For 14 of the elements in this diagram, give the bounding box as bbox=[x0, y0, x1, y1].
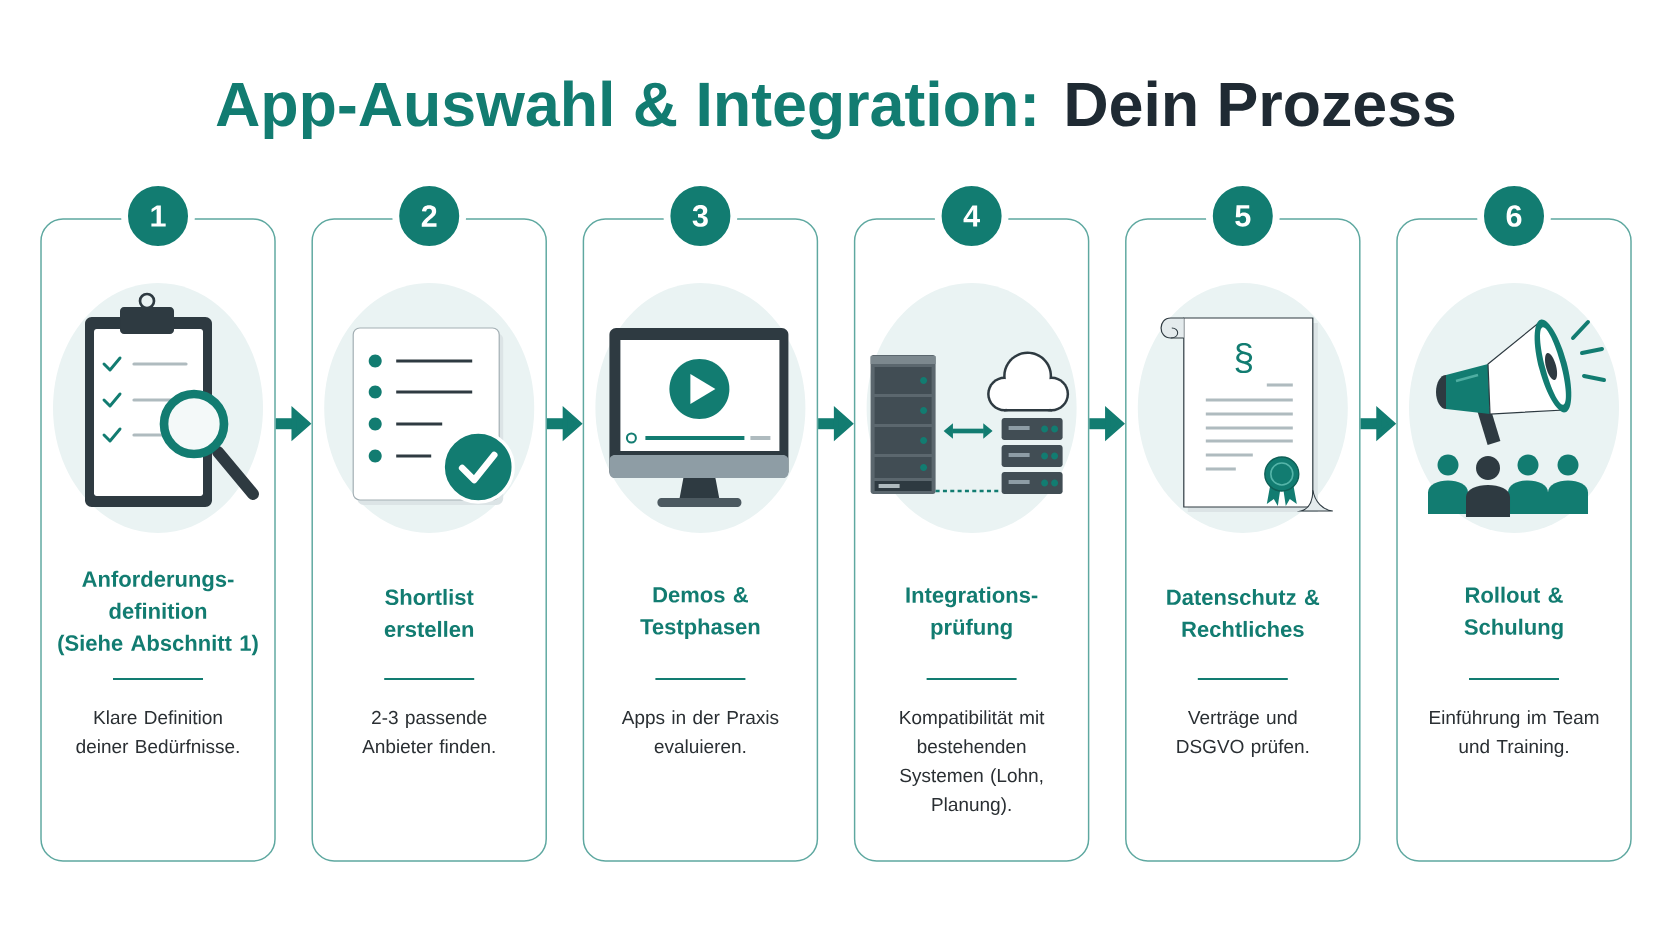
step-heading: Shortlist erstellen bbox=[384, 588, 474, 638]
step-description: Einführung im Team und Training. bbox=[1430, 710, 1599, 757]
step-heading: Anforderungs- definition (Siehe Abschnitt 1) bbox=[58, 570, 258, 656]
step-heading: Demos & Testphasen bbox=[640, 587, 760, 639]
step-heading: Datenschutz & Rechtliches bbox=[1167, 588, 1320, 638]
section-sign: § bbox=[1235, 342, 1253, 374]
step-description: 2-3 passende Anbieter finden. bbox=[362, 710, 495, 754]
step-heading: Integrations- prüfung bbox=[906, 586, 1038, 640]
title: App-Auswahl & Integration: Dein Prozess bbox=[216, 80, 1455, 140]
step-heading: Rollout & Schulung bbox=[1464, 586, 1563, 640]
step-description: Kompatibilität mit bestehenden Systemen (Lohn, Planung). bbox=[900, 710, 1045, 815]
step-description: Klare Definition deiner Bedürfnisse. bbox=[76, 710, 239, 754]
step-description: Verträge und DSGVO prüfen. bbox=[1177, 710, 1309, 757]
step-description: Apps in der Praxis evaluieren. bbox=[621, 710, 779, 754]
